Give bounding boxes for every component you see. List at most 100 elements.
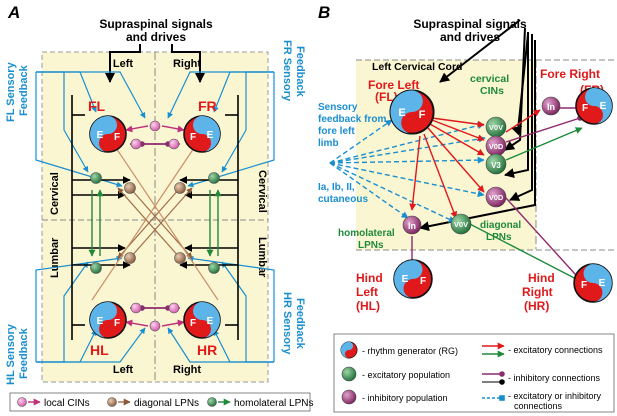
afferents-line1: Ia, Ib, II, [318,182,355,193]
b-hl-e: E [402,274,409,285]
legend-exc-inh-line1: - excitatory or inhibitory [508,391,602,401]
v0d-bottom-label: V0D [489,193,504,202]
panel-a-letter: A [7,3,20,22]
label-left-top: Left [113,58,134,70]
legend-diagonal-lpns: diagonal LPNs [134,398,199,409]
label-lumbar-left: Lumbar [49,237,61,278]
fl-feedback-line2: Feedback [18,64,30,116]
cin-bottom-right [168,302,180,314]
legend-exc-inh-line2: connections [514,401,563,411]
hl-f: F [114,318,120,329]
cin-top-mid [130,138,142,150]
homo-lpn-fr [208,172,220,184]
diagonal-line1: diagonal [480,220,521,231]
cin-top-right [168,138,180,150]
fore-left-abbr: (FL) [375,90,398,104]
in-hl-label: In [408,221,416,231]
homo-lpn-fl [90,172,102,184]
hl-feedback-line2: Feedback [18,327,30,379]
b-fr-f: F [582,103,588,114]
hl-label: HL [90,342,109,358]
cervical-cins-line2: CINs [480,85,504,97]
fl-e: E [97,130,104,141]
panel-b-title-line1: Supraspinal signals [413,17,527,31]
homolateral-line2: LPNs [358,240,384,251]
b-fr-e: E [600,101,607,112]
hr-e: E [207,316,214,327]
panel-a-title-line1: Supraspinal signals [99,17,213,31]
rg-fore-left: E F [389,89,435,135]
legend-exc-pop: - excitatory population [362,370,450,380]
cin-bottom [149,320,161,332]
sensory-line4: limb [318,138,339,149]
b-hr-f: F [581,280,587,291]
fr-feedback-line2: Feedback [294,46,306,98]
sensory-line3: fore left [318,126,355,137]
hind-right-line1: Hind [528,271,555,285]
label-cervical-right: Cervical [256,170,268,213]
afferents-line2: cutaneous [318,194,368,205]
hr-f: F [190,318,196,329]
hind-left-line2: Left [356,285,378,299]
legend-inh-pop: - inhibitory population [362,393,448,403]
rg-hl: E F HL [89,301,127,358]
pop-v0v-bottom: V0V [450,213,472,235]
label-left-bottom: Left [113,364,134,376]
rg-fr: E F FR [183,98,221,153]
hl-feedback-line1: HL Sensory [5,323,17,385]
rg-hind-right: E F [573,263,613,303]
label-cervical-left: Cervical [49,172,61,215]
sensory-line1: Sensory [318,102,358,113]
rg-hr: E F HR [183,301,221,358]
cord-label: Left Cervical Cord [372,61,462,73]
pop-v0v-top: V0V [485,116,507,138]
panel-b: B Supraspinal signals and drives Left Ce… [318,3,615,413]
legend-homolateral-lpns: homolateral LPNs [234,398,313,409]
b-hl-f: F [420,276,426,287]
pop-v0d-top: V0D [485,135,507,157]
sensory-line2: feedback from [318,114,386,125]
homo-lpn-hl [90,262,102,274]
panel-b-title-line2: and drives [440,30,500,44]
v3-label: V3 [491,161,501,170]
diagonal-line2: LPNs [486,232,512,243]
fl-feedback-line1: FL Sensory [5,61,17,122]
hr-feedback-line2: Feedback [294,298,306,350]
cin-top-left [149,120,161,132]
legend-rg: - rhythm generator (RG) [362,346,458,356]
fr-label: FR [198,98,217,114]
panel-a-legend: local CINs diagonal LPNs homolateral LPN… [9,392,313,412]
rg-hind-left: E F [393,259,433,299]
fl-f: F [114,132,120,143]
pop-in-hl: In [402,215,422,235]
pop-v0d-bottom: V0D [485,186,507,208]
hind-right-line3: (HR) [524,299,549,313]
pop-v3: V3 [485,153,507,175]
in-fr-label: In [547,102,555,112]
diag-lpn-fr [174,182,186,194]
v0v-bottom-label: V0V [454,220,468,229]
hind-left-line1: Hind [356,271,383,285]
panel-a: A Supraspinal signals and drives Left Ri… [5,3,313,412]
diag-lpn-hl [124,252,136,264]
legend-inh-conn: - inhibitory connections [508,373,601,383]
diag-lpn-hr [174,252,186,264]
b-fl-e: E [398,107,405,119]
diag-lpn-fl [124,182,136,194]
cervical-cins-line1: cervical [470,73,509,85]
panel-a-title-line2: and drives [126,30,186,44]
fr-feedback-line1: FR Sensory [281,40,293,102]
panel-b-legend: - rhythm generator (RG) - excitatory pop… [333,333,615,413]
label-right-bottom: Right [173,364,201,376]
b-hr-e: E [599,278,606,289]
fore-left-label: Fore Left [368,78,419,92]
hr-label: HR [197,342,217,358]
label-right-top: Right [173,58,201,70]
fr-e: E [207,130,214,141]
hl-e: E [97,316,104,327]
v0d-top-label: V0D [489,142,504,151]
cin-bottom-left [130,302,142,314]
homo-lpn-hr [208,262,220,274]
fl-label: FL [88,98,106,114]
